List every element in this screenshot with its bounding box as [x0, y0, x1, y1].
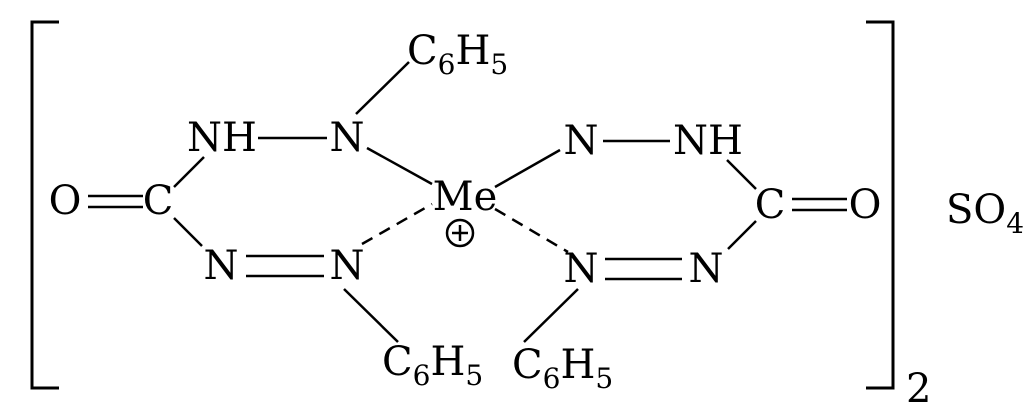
- phenyl-top-sub1: 6: [438, 48, 456, 81]
- bond-c-n-left-lower: [173, 217, 203, 247]
- bond-me-n-right: [494, 148, 561, 189]
- atom-nitrogen-right-lower-a: N: [564, 246, 599, 292]
- atom-nh-left: NH: [187, 115, 257, 161]
- phenyl-group-top: C6H5: [407, 28, 508, 81]
- counter-ion-sub: 4: [1006, 207, 1024, 240]
- positive-charge-circle: [445, 218, 475, 248]
- coordination-bond-right: [494, 207, 569, 254]
- counter-ion-sulfate: SO4: [946, 187, 1024, 240]
- atom-nh-right: NH: [673, 118, 743, 164]
- atom-carbon-left: C: [143, 178, 174, 224]
- bond-nh-c-right: [726, 159, 757, 190]
- coordination-bond-left: [361, 202, 433, 246]
- bracket-subscript: 2: [906, 366, 931, 412]
- atom-nitrogen-left-lower-a: N: [204, 243, 239, 289]
- atom-nitrogen-right-lower-b: N: [689, 246, 724, 292]
- phenyl-bottom-left-sub2: 5: [465, 359, 483, 392]
- atom-nitrogen-left-upper: N: [330, 115, 365, 161]
- phenyl-bottom-right-c: C: [512, 342, 543, 388]
- phenyl-bottom-right-sub2: 5: [595, 362, 613, 395]
- bond-n-phenyl-bottom-left: [343, 288, 399, 343]
- atom-oxygen-right: O: [849, 182, 882, 228]
- phenyl-bottom-right-h: H: [560, 342, 595, 388]
- atom-carbon-right: C: [755, 182, 786, 228]
- left-bracket: [30, 20, 59, 390]
- phenyl-top-h: H: [455, 28, 490, 74]
- phenyl-bottom-left-h: H: [430, 339, 465, 385]
- phenyl-group-bottom-right: C6H5: [512, 342, 613, 395]
- phenyl-top-sub2: 5: [490, 48, 508, 81]
- atom-metal: Me: [433, 174, 498, 220]
- bond-c-nh-left: [173, 156, 205, 188]
- phenyl-top-c: C: [407, 28, 438, 74]
- phenyl-bottom-right-sub1: 6: [543, 362, 561, 395]
- bond-c-n-right-lower: [727, 220, 757, 250]
- counter-ion-base: SO: [946, 187, 1006, 233]
- atom-nitrogen-right-upper: N: [564, 118, 599, 164]
- bond-n-phenyl-top: [355, 61, 410, 115]
- right-bracket: [866, 20, 895, 390]
- bond-n-phenyl-bottom-right: [523, 288, 579, 343]
- phenyl-bottom-left-sub1: 6: [413, 359, 431, 392]
- bond-n-me-left: [366, 146, 433, 186]
- phenyl-group-bottom-left: C6H5: [382, 339, 483, 392]
- atom-nitrogen-left-lower-b: N: [330, 243, 365, 289]
- atom-oxygen-left: O: [49, 178, 82, 224]
- phenyl-bottom-left-c: C: [382, 339, 413, 385]
